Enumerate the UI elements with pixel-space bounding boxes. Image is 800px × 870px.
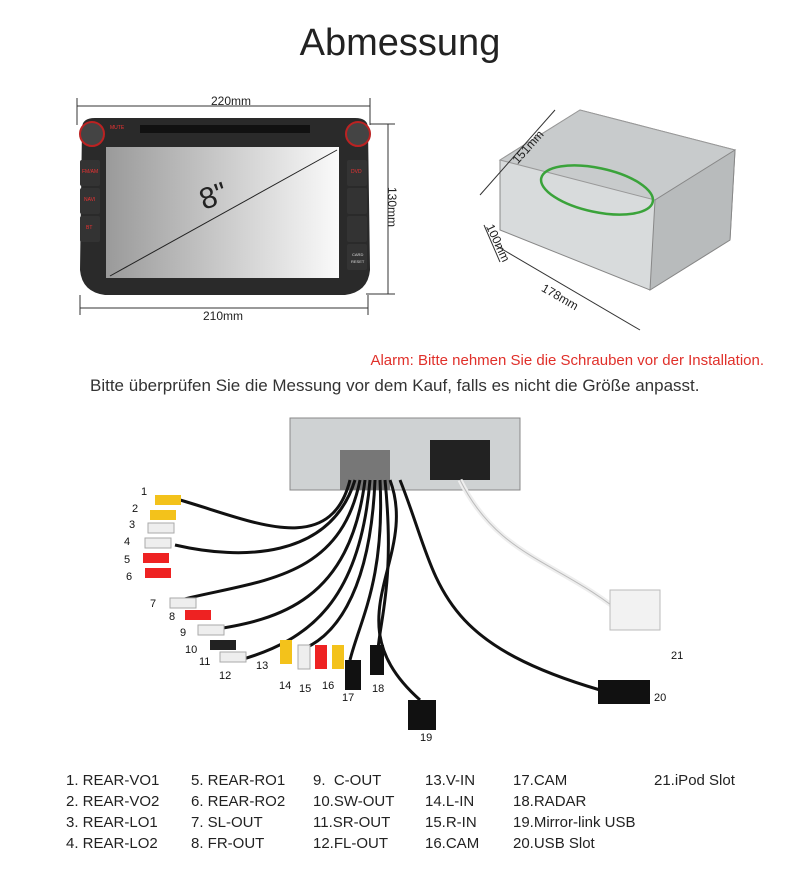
cable-number-1: 1	[141, 486, 148, 498]
legend-item: 10.SW-OUT	[313, 793, 395, 810]
cable-number-5: 5	[124, 554, 131, 566]
page-title: Abmessung	[299, 22, 501, 64]
legend-item: 21.iPod Slot	[654, 772, 735, 789]
cable-number-12: 12	[219, 670, 232, 682]
legend-item: 18.RADAR	[513, 793, 587, 810]
reset-button-label: RESET	[351, 259, 365, 264]
legend-item: 14.L-IN	[425, 793, 475, 810]
legend-item: 19.Mirror-link USB	[513, 814, 636, 831]
head-unit-front-illustration	[76, 98, 395, 315]
bt-button-label: BT	[86, 225, 93, 231]
legend-item: 1. REAR-VO1	[66, 772, 160, 789]
legend-item: 2. REAR-VO2	[66, 793, 160, 810]
wiring-harness-illustration	[143, 417, 661, 730]
mute-button-label: MUTE	[110, 125, 125, 131]
legend-item: 12.FL-OUT	[313, 835, 389, 852]
width-top-label: 220mm	[211, 94, 252, 108]
cable-number-6: 6	[126, 571, 133, 583]
legend-item: 11.SR-OUT	[313, 814, 391, 831]
cable-number-20: 20	[654, 692, 667, 704]
cable-number-14: 14	[279, 680, 292, 692]
cable-number-4: 4	[124, 536, 131, 548]
cable-number-13: 13	[256, 660, 269, 672]
cable-number-8: 8	[169, 611, 176, 623]
cable-number-18: 18	[372, 683, 385, 695]
cable-number-9: 9	[180, 627, 187, 639]
card-button-label: CARD	[352, 252, 364, 257]
legend-item: 17.CAM	[513, 772, 568, 789]
legend-item: 16.CAM	[425, 835, 480, 852]
legend-item: 5. REAR-RO1	[191, 772, 286, 789]
dvd-button-label: DVD	[351, 169, 362, 175]
fmam-button-label: FM/AM	[82, 169, 99, 175]
cable-number-17: 17	[342, 692, 355, 704]
legend-item: 9. C-OUT	[313, 772, 382, 789]
legend-item: 20.USB Slot	[513, 835, 595, 852]
cable-number-7: 7	[150, 598, 157, 610]
cable-number-10: 10	[185, 644, 198, 656]
legend-item: 7. SL-OUT	[191, 814, 263, 831]
legend-item: 6. REAR-RO2	[191, 793, 286, 810]
legend-item: 3. REAR-LO1	[66, 814, 158, 831]
legend-item: 8. FR-OUT	[191, 835, 265, 852]
cable-number-16: 16	[322, 680, 335, 692]
cable-number-19: 19	[420, 732, 433, 744]
alarm-text: Alarm: Bitte nehmen Sie die Schrauben vo…	[370, 352, 764, 369]
cable-number-3: 3	[129, 519, 136, 531]
navi-button-label: NAVI	[84, 197, 96, 203]
notice-text: Bitte überprüfen Sie die Messung vor dem…	[90, 376, 700, 395]
legend-item: 4. REAR-LO2	[66, 835, 158, 852]
cable-number-21: 21	[671, 650, 684, 662]
cable-number-2: 2	[132, 503, 139, 515]
legend-item: 13.V-IN	[425, 772, 476, 789]
legend-item: 15.R-IN	[425, 814, 477, 831]
cable-number-15: 15	[299, 683, 312, 695]
width-bottom-label: 210mm	[203, 309, 244, 323]
cable-number-11: 11	[199, 656, 211, 668]
head-unit-side-illustration	[479, 109, 737, 331]
